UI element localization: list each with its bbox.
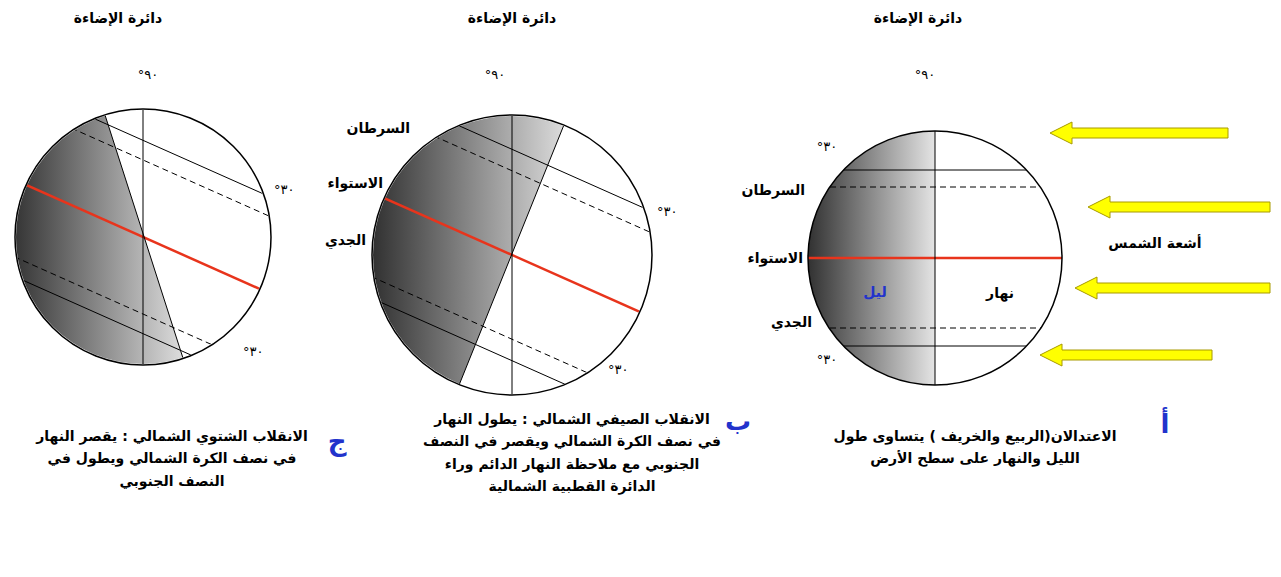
degree-mark: ٩٠° <box>915 67 935 83</box>
earth-a <box>800 125 1070 395</box>
night-label: ليل <box>863 284 886 301</box>
degree-mark: ٣٠° <box>243 344 263 360</box>
rays-label: أشعة الشمس <box>1108 235 1201 252</box>
earth-outline <box>15 109 271 365</box>
terminator-line <box>449 100 574 410</box>
latitude-line <box>290 262 655 425</box>
latitude-name: الاستواء <box>328 175 383 192</box>
latitude-name: الاستواء <box>748 250 803 267</box>
tropic-line <box>361 103 726 266</box>
panel-caption: الانقلاب الصيفي الشمالي : يطول النهار في… <box>422 408 722 498</box>
ray-arrow <box>1050 122 1228 144</box>
tropic-line <box>0 220 297 383</box>
night-shade <box>0 90 190 380</box>
tropic-line <box>0 91 354 254</box>
earth-outline <box>372 115 652 395</box>
earth-c <box>0 75 362 399</box>
panel-caption: الاعتدالان(الربيع والخريف ) يتساوى طول ا… <box>825 425 1125 470</box>
day-label: نهار <box>986 285 1014 302</box>
night-shade <box>360 100 574 410</box>
panel-title: دائرة الإضاءة <box>874 10 963 27</box>
degree-mark: ٩٠° <box>138 67 158 83</box>
degree-mark: ٣٠° <box>274 182 294 198</box>
panel-caption: الانقلاب الشتوي الشمالي : يقصر النهار في… <box>27 425 317 492</box>
panel-letter: ج <box>328 426 347 457</box>
tropic-line <box>298 244 663 407</box>
latitude-name: السرطان <box>347 120 410 137</box>
panel-title: دائرة الإضاءة <box>74 10 163 27</box>
latitude-name: الجدي <box>325 232 366 249</box>
degree-mark: ٣٠° <box>817 352 837 368</box>
ray-arrow <box>1040 344 1212 366</box>
latitude-line <box>369 86 734 249</box>
degree-mark: ٩٠° <box>485 67 505 83</box>
night-shade <box>800 125 935 395</box>
latitude-name: الجدي <box>771 314 812 331</box>
degree-mark: ٣٠° <box>657 204 677 220</box>
earth-b <box>290 86 734 425</box>
panel-title: دائرة الإضاءة <box>468 10 557 27</box>
axis-line <box>512 105 513 405</box>
terminator-line <box>97 90 190 380</box>
latitude-name: السرطان <box>742 182 805 199</box>
panel-letter: ب <box>725 406 751 437</box>
ray-arrow <box>1088 196 1270 218</box>
sun-rays <box>1040 122 1270 366</box>
earth-circle: ليل نهار <box>807 130 1063 386</box>
earth-outline <box>808 131 1062 385</box>
circle-outline <box>807 130 1063 386</box>
panel-letter: أ <box>1161 409 1170 440</box>
ray-arrow <box>1075 277 1270 299</box>
axis-line <box>143 100 144 380</box>
degree-mark: ٣٠° <box>817 139 837 155</box>
latitude-line <box>0 75 362 238</box>
degree-mark: ٣٠° <box>608 362 628 378</box>
terminator-line <box>935 125 936 395</box>
